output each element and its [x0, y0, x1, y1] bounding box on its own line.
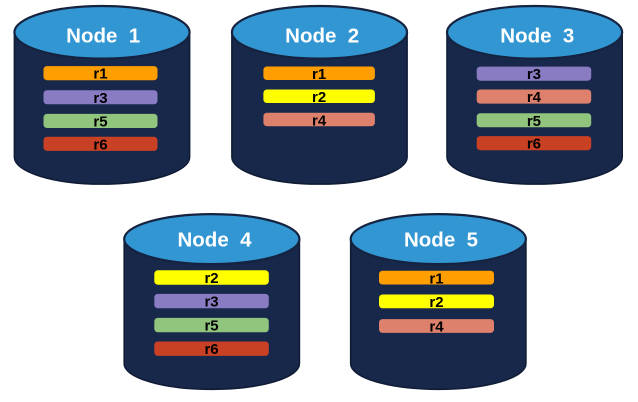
svg-text:r2: r2 [429, 294, 443, 311]
svg-text:r2: r2 [204, 270, 218, 287]
svg-text:r5: r5 [527, 113, 541, 130]
svg-text:r5: r5 [93, 114, 107, 131]
svg-text:r4: r4 [312, 112, 327, 129]
svg-text:r3: r3 [93, 90, 107, 107]
svg-text:r4: r4 [429, 319, 444, 336]
svg-text:r2: r2 [312, 89, 326, 106]
svg-text:Node 3: Node 3 [500, 24, 574, 47]
svg-text:r5: r5 [204, 318, 218, 335]
svg-text:Node 1: Node 1 [66, 24, 140, 47]
svg-text:r4: r4 [527, 89, 542, 106]
svg-text:r1: r1 [93, 66, 107, 83]
svg-text:r3: r3 [527, 66, 541, 83]
svg-text:r1: r1 [429, 270, 443, 287]
svg-text:r6: r6 [527, 136, 541, 153]
svg-text:r3: r3 [204, 294, 218, 311]
svg-text:Node 5: Node 5 [404, 228, 478, 251]
svg-text:r6: r6 [93, 136, 107, 153]
svg-text:r1: r1 [312, 66, 326, 83]
svg-text:r6: r6 [204, 341, 218, 358]
svg-text:Node 2: Node 2 [285, 24, 359, 47]
svg-text:Node 4: Node 4 [177, 228, 252, 251]
